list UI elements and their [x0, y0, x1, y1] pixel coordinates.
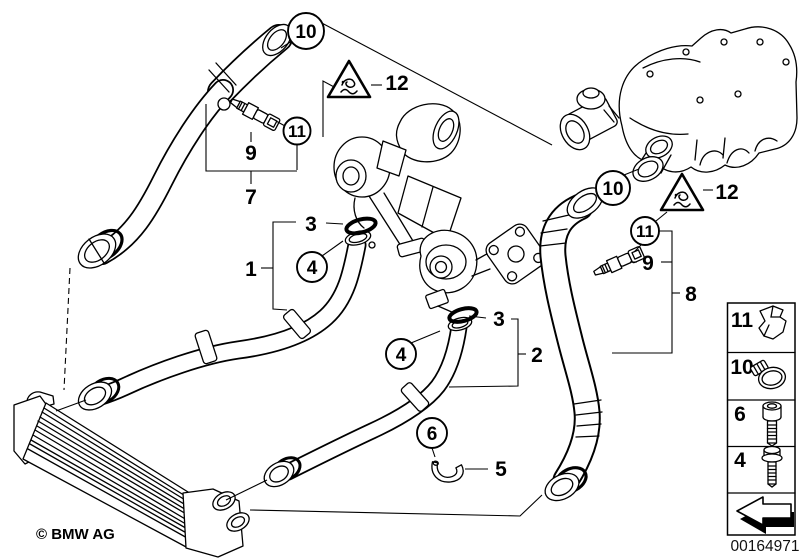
callout-number[interactable]: 10: [602, 179, 623, 200]
callout-label-2[interactable]: 2: [531, 344, 543, 367]
turbocharger-lower: [419, 223, 547, 314]
turbo-heat-shield: [397, 175, 462, 241]
direction-arrow-icon: [736, 496, 794, 534]
temperature-sensor-right: [593, 246, 645, 276]
callout-number[interactable]: 4: [307, 258, 318, 279]
callout-label-1[interactable]: 1: [245, 258, 257, 281]
callouts: 10 11 4 4 6 10 11 12 9 7 1 3 3: [245, 12, 739, 481]
callout-label-5[interactable]: 5: [495, 458, 507, 481]
charge-air-hose-right: [539, 187, 604, 502]
callout-number[interactable]: 10: [295, 22, 316, 43]
hose7-joint-band: [208, 69, 230, 93]
warning-triangle-right: [659, 172, 705, 212]
callout-circle-10-right[interactable]: 10: [595, 170, 631, 206]
callout-label-12-left[interactable]: 12: [385, 72, 408, 95]
o-ring-right: [447, 306, 479, 324]
callout-circle-4-left[interactable]: 4: [296, 251, 328, 283]
turbocharger-upper: [333, 103, 462, 258]
hose7-sensor-boss: [217, 97, 231, 111]
callout-number[interactable]: 11: [636, 222, 654, 241]
copyright-text: © BMW AG: [36, 526, 115, 543]
egr-valve: [559, 87, 620, 151]
legend-number[interactable]: 4: [734, 449, 746, 472]
turbo-flange-plate: [485, 223, 547, 285]
hose8-bellows: [539, 214, 570, 247]
legend-box: 11 10 6: [726, 302, 796, 536]
callout-circle-11-left[interactable]: 11: [282, 116, 312, 146]
callout-label-3-right[interactable]: 3: [493, 308, 505, 331]
pipe1-clamp-a: [282, 308, 312, 340]
callout-label-3-left[interactable]: 3: [305, 213, 317, 236]
callout-label-9-right[interactable]: 9: [642, 252, 654, 275]
manifold-inlet-port: [632, 135, 673, 182]
leader-lines: [55, 20, 713, 517]
legend-number[interactable]: 11: [731, 309, 754, 332]
legend-number[interactable]: 10: [730, 356, 753, 379]
part-number-text: 00164971: [731, 538, 799, 555]
callout-number[interactable]: 4: [396, 345, 407, 366]
callout-label-9-left[interactable]: 9: [245, 142, 257, 165]
intercooler: [13, 391, 250, 558]
pressure-pipe-2: [263, 316, 473, 488]
callout-circle-4-right[interactable]: 4: [385, 338, 417, 370]
callout-circle-6[interactable]: 6: [416, 417, 448, 449]
holder-clip-5: [431, 460, 464, 483]
callout-circle-10-left[interactable]: 10: [287, 12, 325, 50]
intake-manifold: [559, 26, 798, 182]
pressure-pipe-1: [77, 230, 376, 411]
intercooler-fins: [27, 407, 196, 540]
legend-number[interactable]: 6: [734, 403, 746, 426]
temperature-sensor-left: [229, 98, 281, 132]
legend-row-11[interactable]: 11: [731, 305, 787, 340]
o-ring-left: [344, 216, 378, 236]
hex-flange-screw-icon: [761, 445, 783, 488]
callout-label-8[interactable]: 8: [685, 283, 697, 306]
hose-clamp-icon: [749, 359, 787, 390]
legend-row-4[interactable]: 4: [734, 445, 783, 488]
warning-triangle-left: [326, 59, 372, 99]
callout-label-12-right[interactable]: 12: [715, 181, 738, 204]
pipe1-clamp-b: [194, 329, 218, 365]
pipe2-clamp: [400, 382, 430, 412]
callout-label-7[interactable]: 7: [245, 186, 257, 209]
callout-number[interactable]: 11: [288, 122, 306, 141]
holder-bracket-icon: [758, 305, 787, 340]
charge-air-hose-left: [77, 23, 293, 269]
callout-circle-11-right[interactable]: 11: [630, 216, 660, 246]
hose8-ribs: [573, 399, 603, 438]
callout-number[interactable]: 6: [427, 424, 438, 445]
legend-row-10[interactable]: 10: [730, 356, 787, 391]
